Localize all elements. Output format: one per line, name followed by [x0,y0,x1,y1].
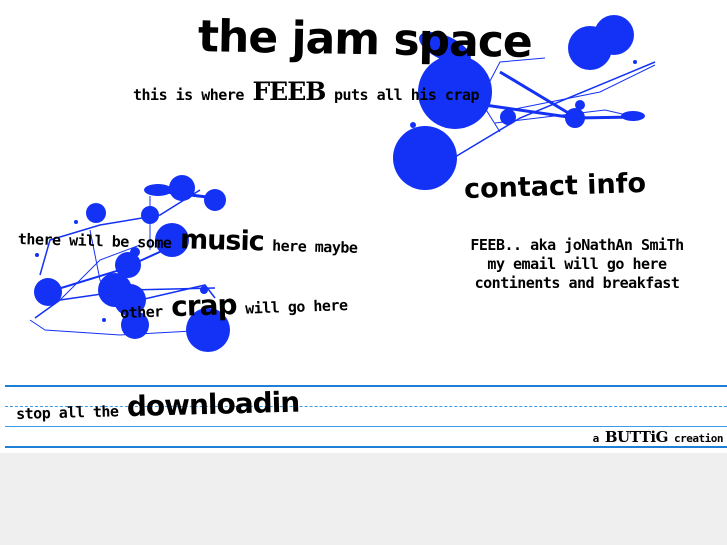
downloads-word: downloadin [126,385,300,424]
splat-streak [499,70,581,122]
splat-streak [39,189,201,276]
splat-blob [393,126,457,190]
site-tagline: this is where FEEB puts all his crap [133,77,480,106]
splat-streak [89,229,111,301]
splat-streak [34,287,216,319]
splat-streak [509,64,656,111]
contact-details: FEEB.. aka joNathAn SmiTh my email will … [446,236,708,293]
credit-name: BUTTiG [604,428,669,446]
splat-blob [410,122,416,128]
crap-text: other [119,302,164,322]
splat-streak [139,284,216,301]
divider-line [5,426,727,427]
page-canvas: the jam space this is where FEEB puts al… [0,0,727,453]
splat-blob [102,318,106,322]
contact-name: FEEB.. aka joNathAn SmiTh [470,236,684,254]
tagline-text: puts all his crap [333,86,480,104]
splat-streak [479,57,546,133]
splat-streak [494,109,641,124]
downloads-text: stop all the [15,402,119,423]
splat-streak [29,319,211,336]
divider-line [5,385,727,387]
splat-streak [59,244,141,301]
splat-streak [47,244,176,293]
splat-blob [155,223,189,257]
paint-splatter-decoration [29,15,656,352]
dashed-divider-line [5,406,727,407]
splat-blob [115,252,141,278]
splat-blob [121,311,149,339]
splat-streak [449,61,656,161]
tagline-name: FEEB [252,77,326,106]
crap-word: crap [170,287,238,324]
contact-email: my email will go here [487,255,667,273]
splat-blob [407,135,413,141]
contact-heading: contact info [463,167,647,206]
splat-blob [35,253,39,257]
splat-blob [418,55,492,129]
splat-blob [419,31,471,65]
splat-streak [149,188,216,200]
music-text: there will be some [17,230,172,253]
splat-blob [74,220,78,224]
contact-note: continents and breakfast [474,274,680,292]
credit-text: creation [674,432,723,445]
music-text: here maybe [271,236,358,257]
splat-blob [204,189,226,211]
credit-text: a [592,432,600,445]
site-title: the jam space [197,11,533,68]
splat-blob [114,284,146,316]
site-credit: a BUTTiG creation [592,428,724,446]
tagline-text: this is where [133,86,244,104]
splat-blob [86,203,106,223]
splat-blob [594,15,634,55]
splat-blob [575,100,585,110]
splat-blob [169,175,195,201]
splat-blob [633,60,637,64]
divider-line [5,446,727,448]
music-word: music [179,224,265,258]
crap-text: will go here [244,296,348,318]
splat-blob [130,247,140,257]
